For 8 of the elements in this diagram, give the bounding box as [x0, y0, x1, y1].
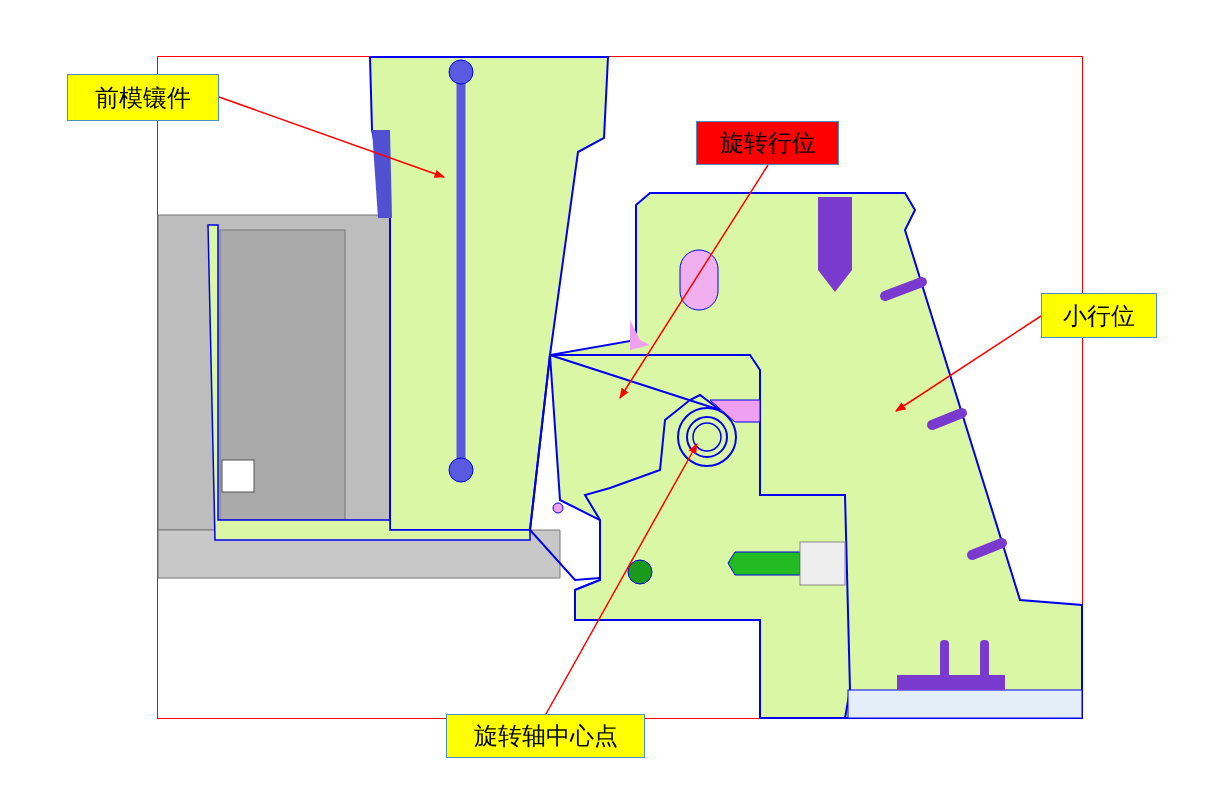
callout-label: 旋转行位: [696, 121, 839, 165]
leader-line: [895, 315, 1042, 412]
leader-line: [619, 164, 769, 399]
leader-line: [545, 443, 698, 715]
callout-label: 前模镶件: [67, 74, 219, 121]
leader-line: [218, 96, 445, 178]
callout-label: 小行位: [1041, 293, 1157, 338]
callout-label: 旋转轴中心点: [446, 714, 645, 758]
